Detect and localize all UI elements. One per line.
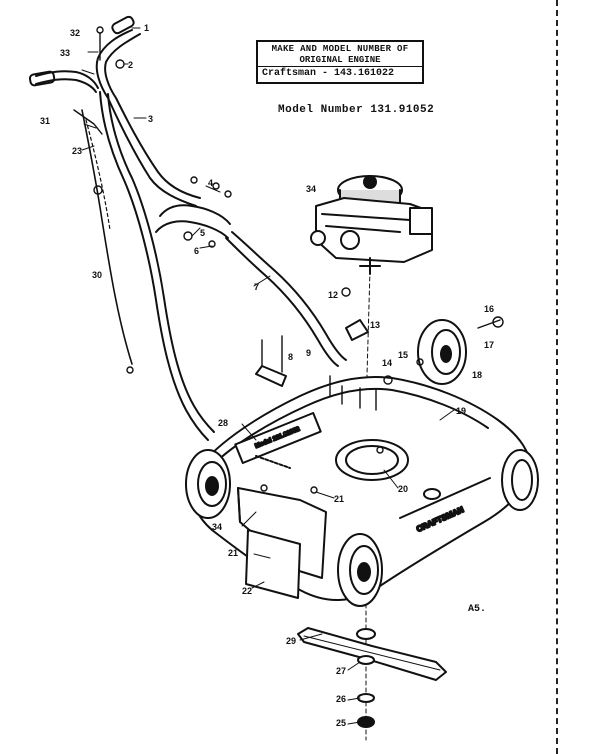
part-number-labels: 1 2 3 4 5 6 7 8 9 12 13 14 15 16 17 18 1…	[40, 23, 494, 728]
part-label-34-deflector: 34	[212, 522, 222, 532]
bracket	[255, 335, 287, 387]
part-label-26: 26	[336, 694, 346, 704]
part-label-8: 8	[288, 352, 293, 362]
part-label-20: 20	[398, 484, 408, 494]
part-label-17: 17	[484, 340, 494, 350]
blade	[297, 627, 447, 681]
part-label-22: 22	[242, 586, 252, 596]
part-label-18: 18	[472, 370, 482, 380]
part-label-4: 4	[208, 178, 213, 188]
shaft-line	[365, 269, 371, 411]
part-label-25: 25	[336, 718, 346, 728]
page-reference: A5.	[468, 604, 487, 615]
loose-wheel	[417, 319, 467, 385]
part-label-9: 9	[306, 348, 311, 358]
part-label-1: 1	[144, 23, 149, 33]
engine	[310, 175, 433, 275]
blade-hardware	[356, 628, 376, 728]
part-label-30: 30	[92, 270, 102, 280]
engine-info-box: MAKE AND MODEL NUMBER OF ORIGINAL ENGINE…	[256, 40, 424, 84]
part-label-3: 3	[148, 114, 153, 124]
part-label-12: 12	[328, 290, 338, 300]
leader-lines	[81, 27, 455, 725]
part-label-23: 23	[72, 146, 82, 156]
part-label-15: 15	[398, 350, 408, 360]
front-right-wheel	[337, 533, 383, 607]
part-label-13: 13	[370, 320, 380, 330]
page-border-line	[556, 0, 560, 754]
part-label-32: 32	[70, 28, 80, 38]
part-label-16: 16	[484, 304, 494, 314]
throttle-cable	[81, 109, 133, 365]
part-label-28: 28	[218, 418, 228, 428]
part-label-34-engine: 34	[306, 184, 316, 194]
engine-info-line1: MAKE AND MODEL NUMBER OF	[271, 44, 409, 54]
rear-right-wheel	[501, 449, 539, 511]
engine-info-line2: ORIGINAL ENGINE	[258, 55, 422, 67]
handle-assembly	[28, 15, 347, 441]
part-label-27: 27	[336, 666, 346, 676]
engine-info-line3: Craftsman - 143.161022	[262, 68, 395, 79]
part-label-21: 21	[334, 494, 344, 504]
part-label-31: 31	[40, 116, 50, 126]
part-label-5: 5	[200, 228, 205, 238]
part-label-6: 6	[194, 246, 199, 256]
model-number-label: Model Number 131.91052	[278, 104, 435, 116]
deflector	[237, 487, 327, 599]
front-left-wheel	[185, 449, 231, 519]
part-label-21-deflector: 21	[228, 548, 238, 558]
part-label-14: 14	[382, 358, 392, 368]
part-label-7: 7	[254, 282, 259, 292]
part-label-33: 33	[60, 48, 70, 58]
part-label-19: 19	[456, 406, 466, 416]
part-label-2: 2	[128, 60, 133, 70]
height-adjuster	[345, 319, 369, 341]
part-label-29: 29	[286, 636, 296, 646]
